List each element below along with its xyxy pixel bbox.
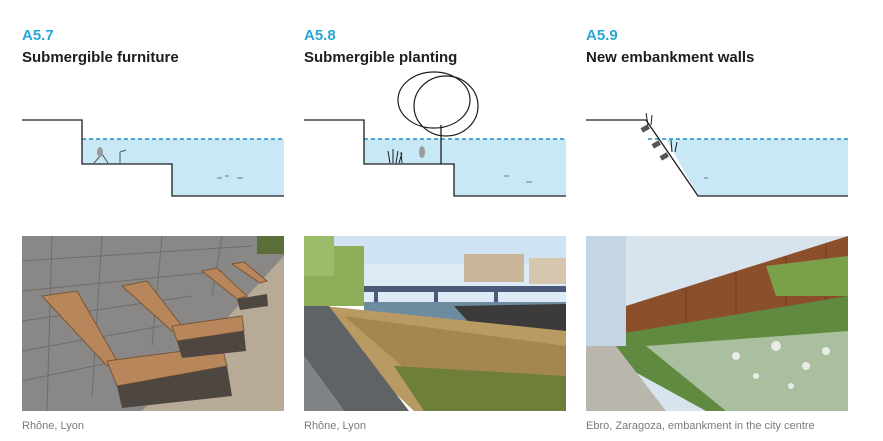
stepped-embankment-bench-icon: [22, 119, 284, 197]
photo-caption: Rhône, Lyon: [304, 420, 366, 432]
vegetated-wall-photo: [586, 236, 848, 411]
section-code: A5.8: [304, 27, 336, 44]
photo-caption: Ebro, Zaragoza, embankment in the city c…: [586, 420, 815, 432]
photo-caption: Rhône, Lyon: [22, 420, 84, 432]
section-title: New embankment walls: [586, 49, 755, 66]
section-title: Submergible planting: [304, 49, 458, 66]
section-title: Submergible furniture: [22, 49, 179, 66]
riverside-path-grasses-photo: [304, 236, 566, 411]
panel-new-embankment-walls: A5.9 New embankment walls: [586, 0, 848, 441]
section-code: A5.9: [586, 27, 618, 44]
panel-submergible-furniture: A5.7 Submergible furniture: [22, 0, 284, 441]
section-code: A5.7: [22, 27, 54, 44]
wooden-loungers-photo: [22, 236, 284, 411]
stepped-embankment-tree-icon: [304, 71, 566, 197]
panel-submergible-planting: A5.8 Submergible planting: [304, 0, 566, 441]
sloped-green-wall-icon: [586, 112, 848, 197]
